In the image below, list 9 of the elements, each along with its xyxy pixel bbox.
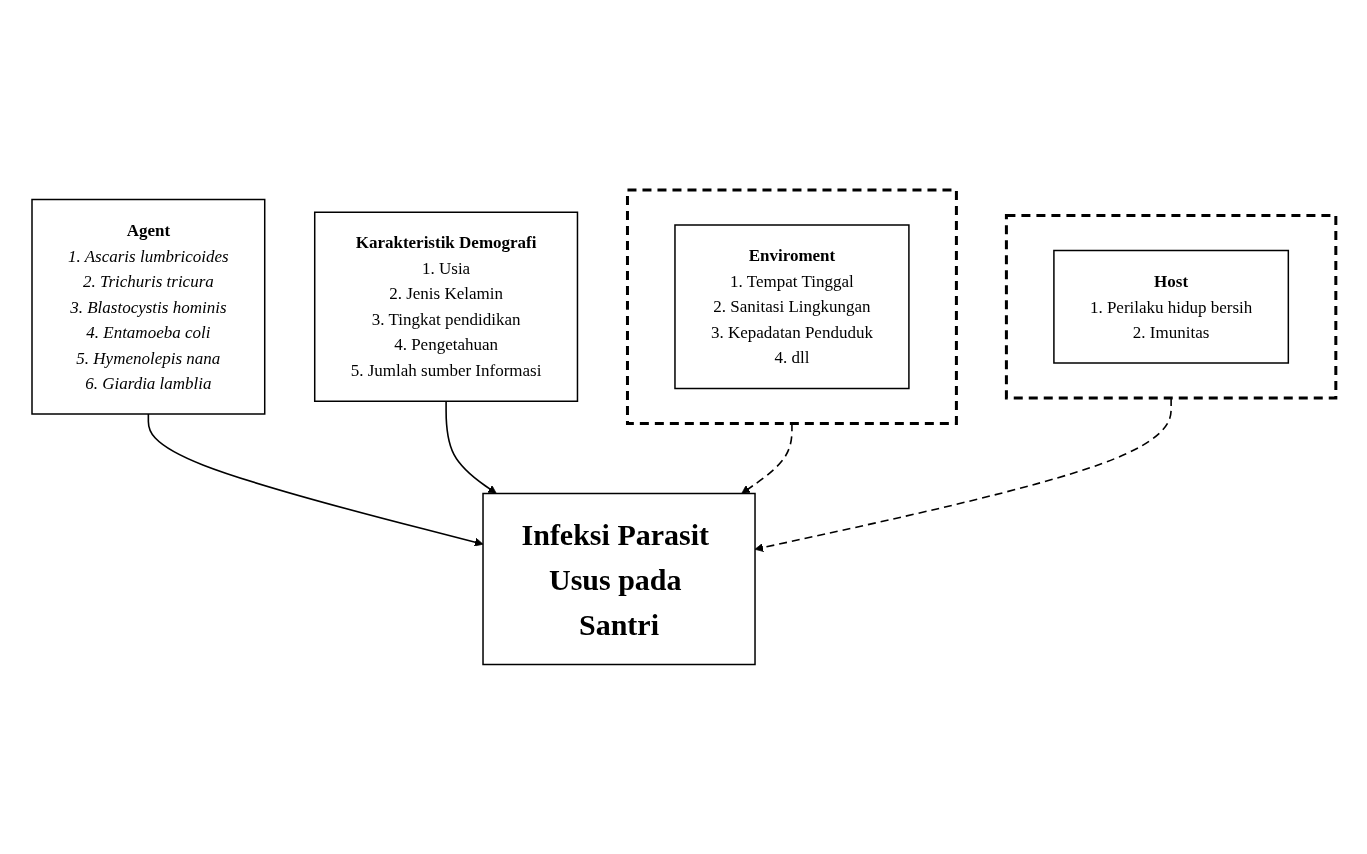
node-box: Enviroment 1. Tempat Tinggal 2. Sanitasi Lingkungan 3. Kepadatan Penduduk 4. dll [673, 224, 910, 389]
node-box: Infeksi Parasit Usus pada Santri [481, 492, 756, 665]
cluster [1004, 213, 1337, 400]
arrow [444, 400, 497, 494]
cluster [625, 188, 958, 425]
node-box: Host 1. Perilaku hidup bersih 2. Imunitas [1052, 249, 1289, 364]
arrow [147, 412, 483, 547]
node-box: Karakteristik Demografi 1. Usia 2. Jenis Kelamin 3. Tingkat pendidikan 4. Pengetahuan 5. Jumlah sumber Informasi [313, 211, 578, 402]
node-box: Agent 1. Ascaris lumbricoides 2. Trichuris tricura 3. Blastocystis hominis 4. Entamoeba coli 5. Hymenolepis nana 6. Giardia lamblia [30, 198, 266, 415]
